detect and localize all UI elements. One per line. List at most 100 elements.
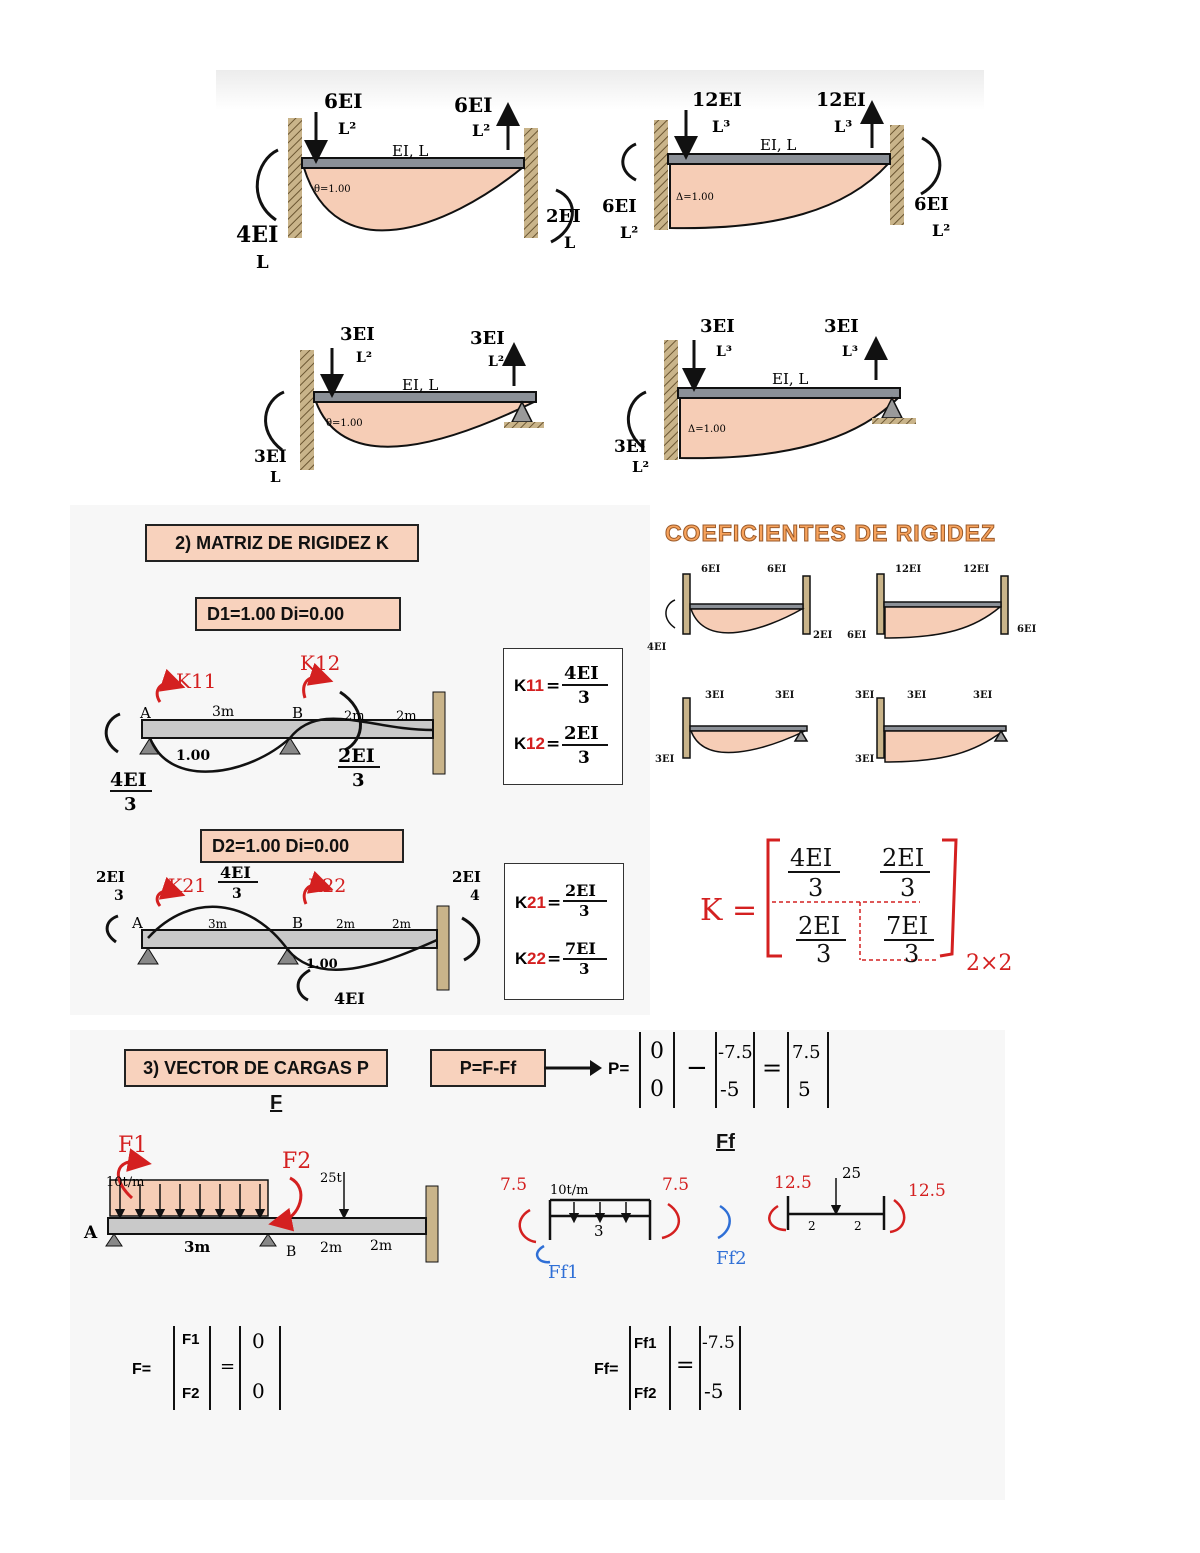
svg-text:F2: F2	[282, 1149, 311, 1174]
svg-text:3: 3	[578, 688, 590, 708]
svg-text:12.5: 12.5	[908, 1181, 946, 1201]
deflected-shape	[147, 905, 438, 971]
svg-text:0: 0	[252, 1329, 265, 1353]
svg-text:Δ=1.00: Δ=1.00	[688, 424, 726, 435]
case-fixed-fixed-rotation: 6EI L² 6EI L² EI, L θ=1.00 4EI L 2EI L	[236, 89, 581, 273]
beam	[107, 1217, 427, 1235]
svg-text:3: 3	[808, 874, 823, 902]
svg-text:F2: F2	[182, 1385, 200, 1402]
svg-text:=: =	[546, 734, 560, 754]
svg-text:2m: 2m	[344, 709, 365, 724]
svg-text:L²: L²	[632, 458, 649, 476]
svg-text:L: L	[564, 233, 575, 252]
svg-text:25: 25	[842, 1164, 861, 1182]
svg-text:12: 12	[526, 734, 545, 753]
svg-text:L²: L²	[488, 354, 504, 370]
k21-equation: K 21 = 2EI 3	[515, 881, 607, 920]
svg-text:L³: L³	[712, 117, 730, 136]
svg-text:2EI: 2EI	[882, 844, 924, 872]
svg-text:10t/m: 10t/m	[106, 1175, 144, 1190]
svg-text:K11: K11	[176, 669, 216, 693]
case-fixed-pinned-translation: 3EI L³ 3EI L³ EI, L Δ=1.00 3EI L²	[614, 316, 916, 476]
coef-reference-panel: 6EI 6EI 4EI 2EI 12EI 12EI 6EI 6EI 3EI 3E…	[645, 558, 1050, 788]
svg-text:Ff1: Ff1	[548, 1262, 579, 1283]
left-bracket	[766, 838, 782, 958]
svg-text:=: =	[547, 893, 561, 913]
svg-text:3EI: 3EI	[855, 754, 875, 765]
svg-text:2m: 2m	[396, 709, 417, 724]
p-formula: P=F-Ff	[430, 1049, 546, 1087]
svg-text:3m: 3m	[184, 1238, 210, 1256]
svg-text:3: 3	[579, 902, 589, 920]
svg-text:12EI: 12EI	[692, 89, 742, 111]
svg-text:6EI: 6EI	[847, 630, 867, 641]
svg-text:4EI: 4EI	[647, 642, 667, 653]
fixed-support-left	[664, 340, 678, 460]
svg-text:6EI: 6EI	[767, 564, 787, 575]
svg-text:12EI: 12EI	[895, 564, 922, 575]
case1-label: D1=1.00 Di=0.00	[195, 597, 401, 631]
case2-k-box: K 21 = 2EI 3 K 22 = 7EI 3	[504, 863, 624, 1000]
svg-text:3EI: 3EI	[973, 690, 993, 701]
case1-diagram: A B 3m 2m 2m 1.00 K11 K12 4EI 3 2EI 3	[90, 640, 470, 820]
svg-text:2EI: 2EI	[565, 881, 596, 900]
fixed-support-right	[890, 125, 904, 225]
svg-text:3: 3	[114, 888, 124, 904]
svg-text:2m: 2m	[392, 917, 412, 931]
fixed-support-left	[300, 350, 314, 470]
svg-text:3EI: 3EI	[824, 316, 859, 337]
svg-text:2EI: 2EI	[564, 723, 599, 744]
svg-text:Ff2: Ff2	[716, 1248, 747, 1269]
svg-text:EI, L: EI, L	[402, 376, 438, 394]
svg-text:L: L	[256, 252, 269, 273]
svg-text:3EI: 3EI	[254, 447, 287, 467]
svg-text:L²: L²	[338, 119, 356, 138]
svg-text:1.00: 1.00	[176, 748, 210, 764]
svg-text:-7.5: -7.5	[718, 1042, 753, 1063]
svg-text:L²: L²	[472, 121, 490, 140]
svg-text:2m: 2m	[370, 1238, 392, 1254]
svg-text:3EI: 3EI	[907, 690, 927, 701]
svg-text:B: B	[292, 704, 303, 722]
deflected-shape	[148, 737, 291, 773]
case1-k-box: K 11 = 4EI 3 K 12 = 2EI 3	[503, 648, 623, 785]
svg-text:3EI: 3EI	[655, 754, 675, 765]
deflected-shape	[669, 163, 891, 230]
svg-text:12EI: 12EI	[816, 89, 866, 111]
svg-text:6EI: 6EI	[914, 194, 949, 215]
svg-text:3: 3	[816, 940, 831, 968]
svg-text:B: B	[292, 914, 303, 932]
svg-text:3m: 3m	[208, 917, 228, 931]
svg-text:L³: L³	[842, 344, 858, 360]
svg-text:3EI: 3EI	[470, 328, 505, 349]
svg-text:Δ=1.00: Δ=1.00	[676, 192, 714, 203]
svg-text:3EI: 3EI	[700, 316, 735, 337]
load-diagram: F1 F2 10t/m 25t A B 3m 2m 2m	[80, 1128, 450, 1268]
ff-header: Ff	[716, 1131, 735, 1153]
svg-text:-7.5: -7.5	[702, 1333, 735, 1353]
fixed-support-left	[288, 118, 302, 238]
k22-equation: K 22 = 7EI 3	[515, 939, 607, 978]
svg-text:L³: L³	[834, 117, 852, 136]
svg-text:5: 5	[798, 1077, 811, 1101]
k12-equation: K 12 = 2EI 3	[514, 723, 608, 768]
svg-text:10t/m: 10t/m	[550, 1183, 588, 1198]
svg-text:EI, L: EI, L	[760, 136, 796, 154]
svg-text:F1: F1	[118, 1133, 147, 1158]
svg-text:3: 3	[232, 886, 242, 902]
svg-text:4EI: 4EI	[334, 989, 365, 1008]
svg-text:0: 0	[252, 1379, 265, 1403]
svg-text:L²: L²	[356, 350, 372, 366]
svg-text:11: 11	[526, 676, 544, 695]
svg-text:0: 0	[650, 1077, 664, 1102]
svg-text:θ=1.00: θ=1.00	[314, 184, 351, 195]
svg-text:=: =	[546, 676, 560, 696]
svg-text:=: =	[676, 1353, 694, 1378]
deflected-shape	[314, 401, 535, 448]
svg-text:L²: L²	[620, 223, 638, 242]
fixed-support	[436, 905, 450, 991]
svg-text:K: K	[514, 734, 527, 753]
svg-text:3: 3	[124, 794, 137, 815]
svg-text:Ff1: Ff1	[634, 1335, 657, 1352]
svg-text:3m: 3m	[212, 704, 234, 720]
